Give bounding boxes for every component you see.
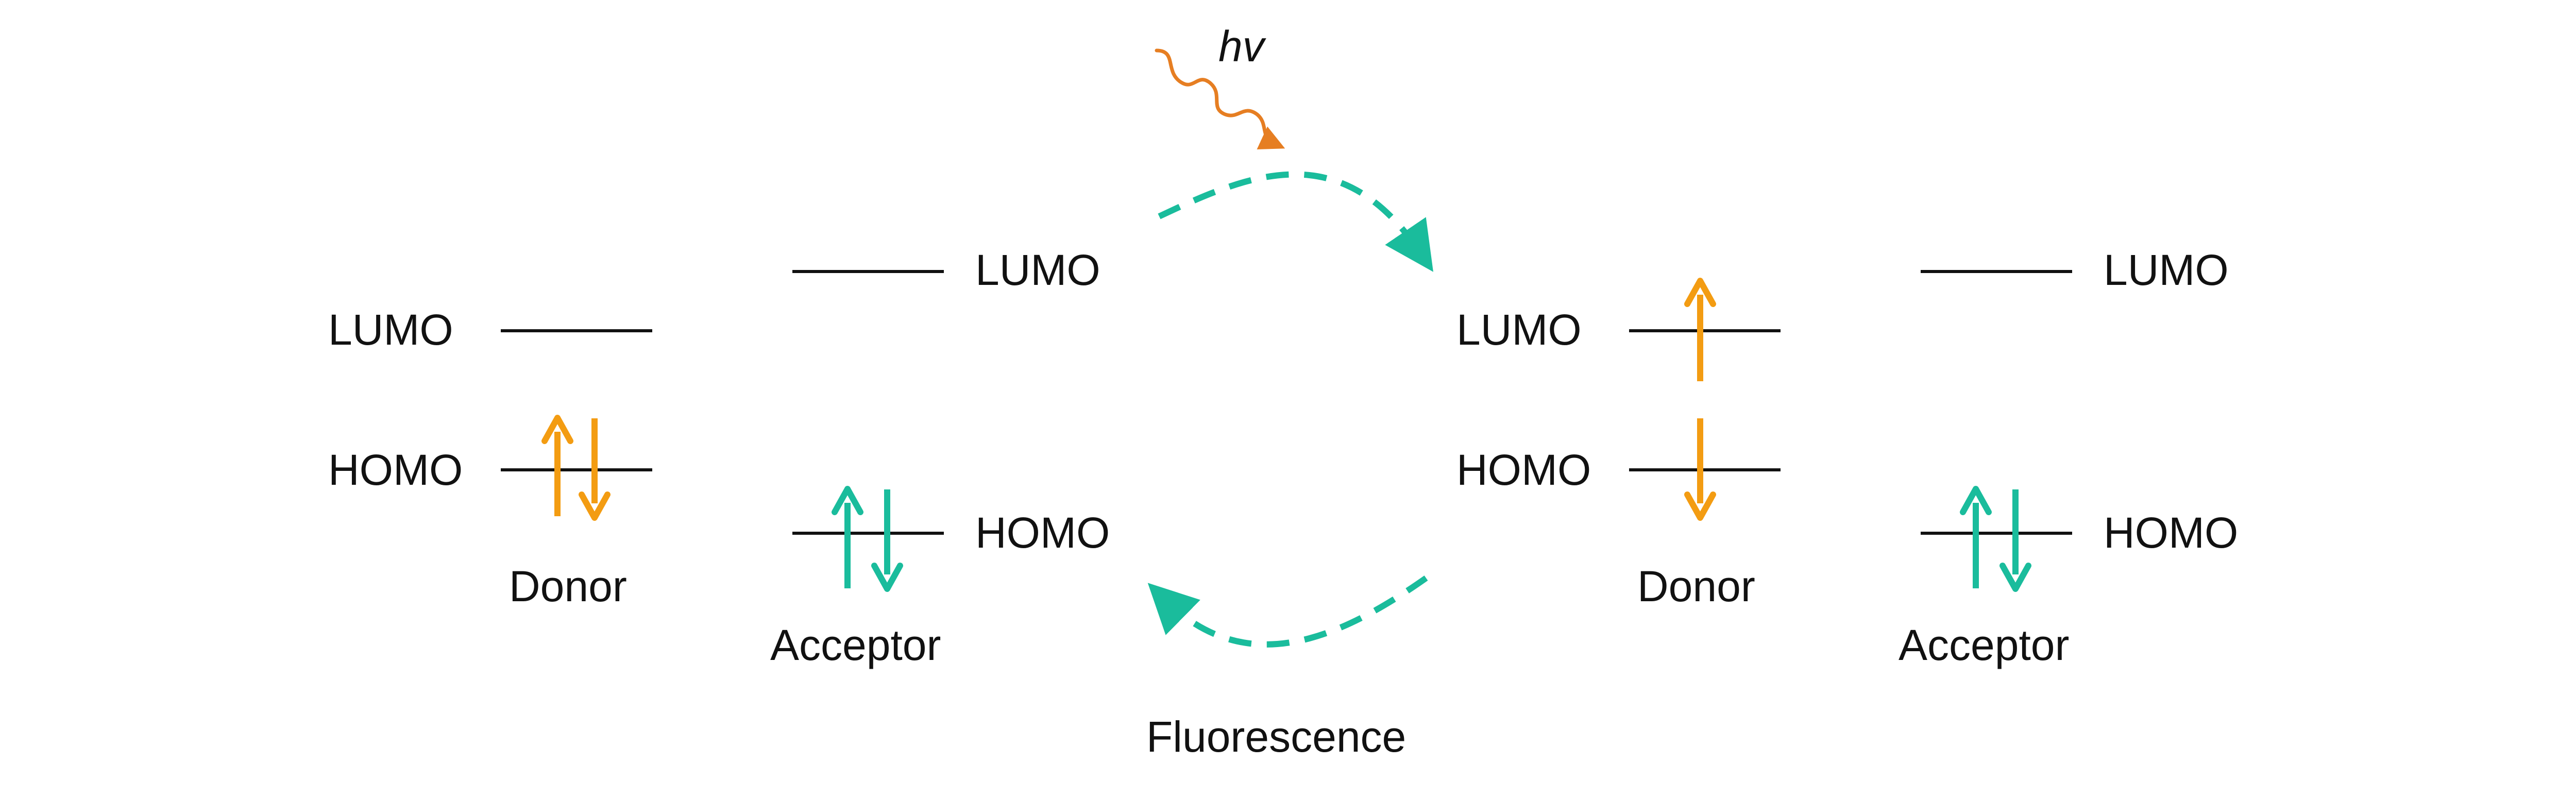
excited-donor-lumo-label: LUMO	[1456, 306, 1582, 354]
ground-acceptor-name-label: Acceptor	[770, 621, 941, 669]
excited-donor-name-label: Donor	[1637, 562, 1755, 611]
fluorescence-dashed-arrow-icon	[1147, 575, 1428, 648]
excited-acceptor-name-label: Acceptor	[1899, 621, 2070, 669]
excited-acceptor-spin-up-icon	[1960, 486, 1992, 588]
ground-acceptor-homo-label: HOMO	[975, 508, 1110, 557]
ground-acceptor-lumo-label: LUMO	[975, 246, 1100, 294]
ground-donor-lumo-label: LUMO	[328, 306, 453, 354]
excited-donor-lumo-spin-up-icon	[1684, 278, 1716, 381]
excited-acceptor-lumo-label: LUMO	[2104, 246, 2229, 294]
ground-acceptor-spin-up-icon	[832, 486, 863, 588]
ground-donor-spin-up-icon	[541, 415, 573, 516]
excitation-dashed-arrow-icon	[1158, 171, 1434, 272]
excited-donor-homo-spin-down-icon	[1684, 418, 1716, 521]
photon-wavy-arrow-icon	[1155, 48, 1285, 149]
fluorescence-label: Fluorescence	[1146, 713, 1406, 761]
ground-donor-spin-down-icon	[579, 418, 611, 521]
ground-donor-name-label: Donor	[509, 562, 627, 611]
ground-acceptor-spin-down-icon	[871, 489, 903, 592]
excited-donor-homo-label: HOMO	[1456, 446, 1591, 494]
excited-acceptor-spin-down-icon	[1999, 489, 2031, 592]
photon-label: hv	[1218, 22, 1264, 71]
ground-donor-homo-label: HOMO	[328, 446, 463, 494]
excited-acceptor-homo-label: HOMO	[2104, 508, 2239, 557]
